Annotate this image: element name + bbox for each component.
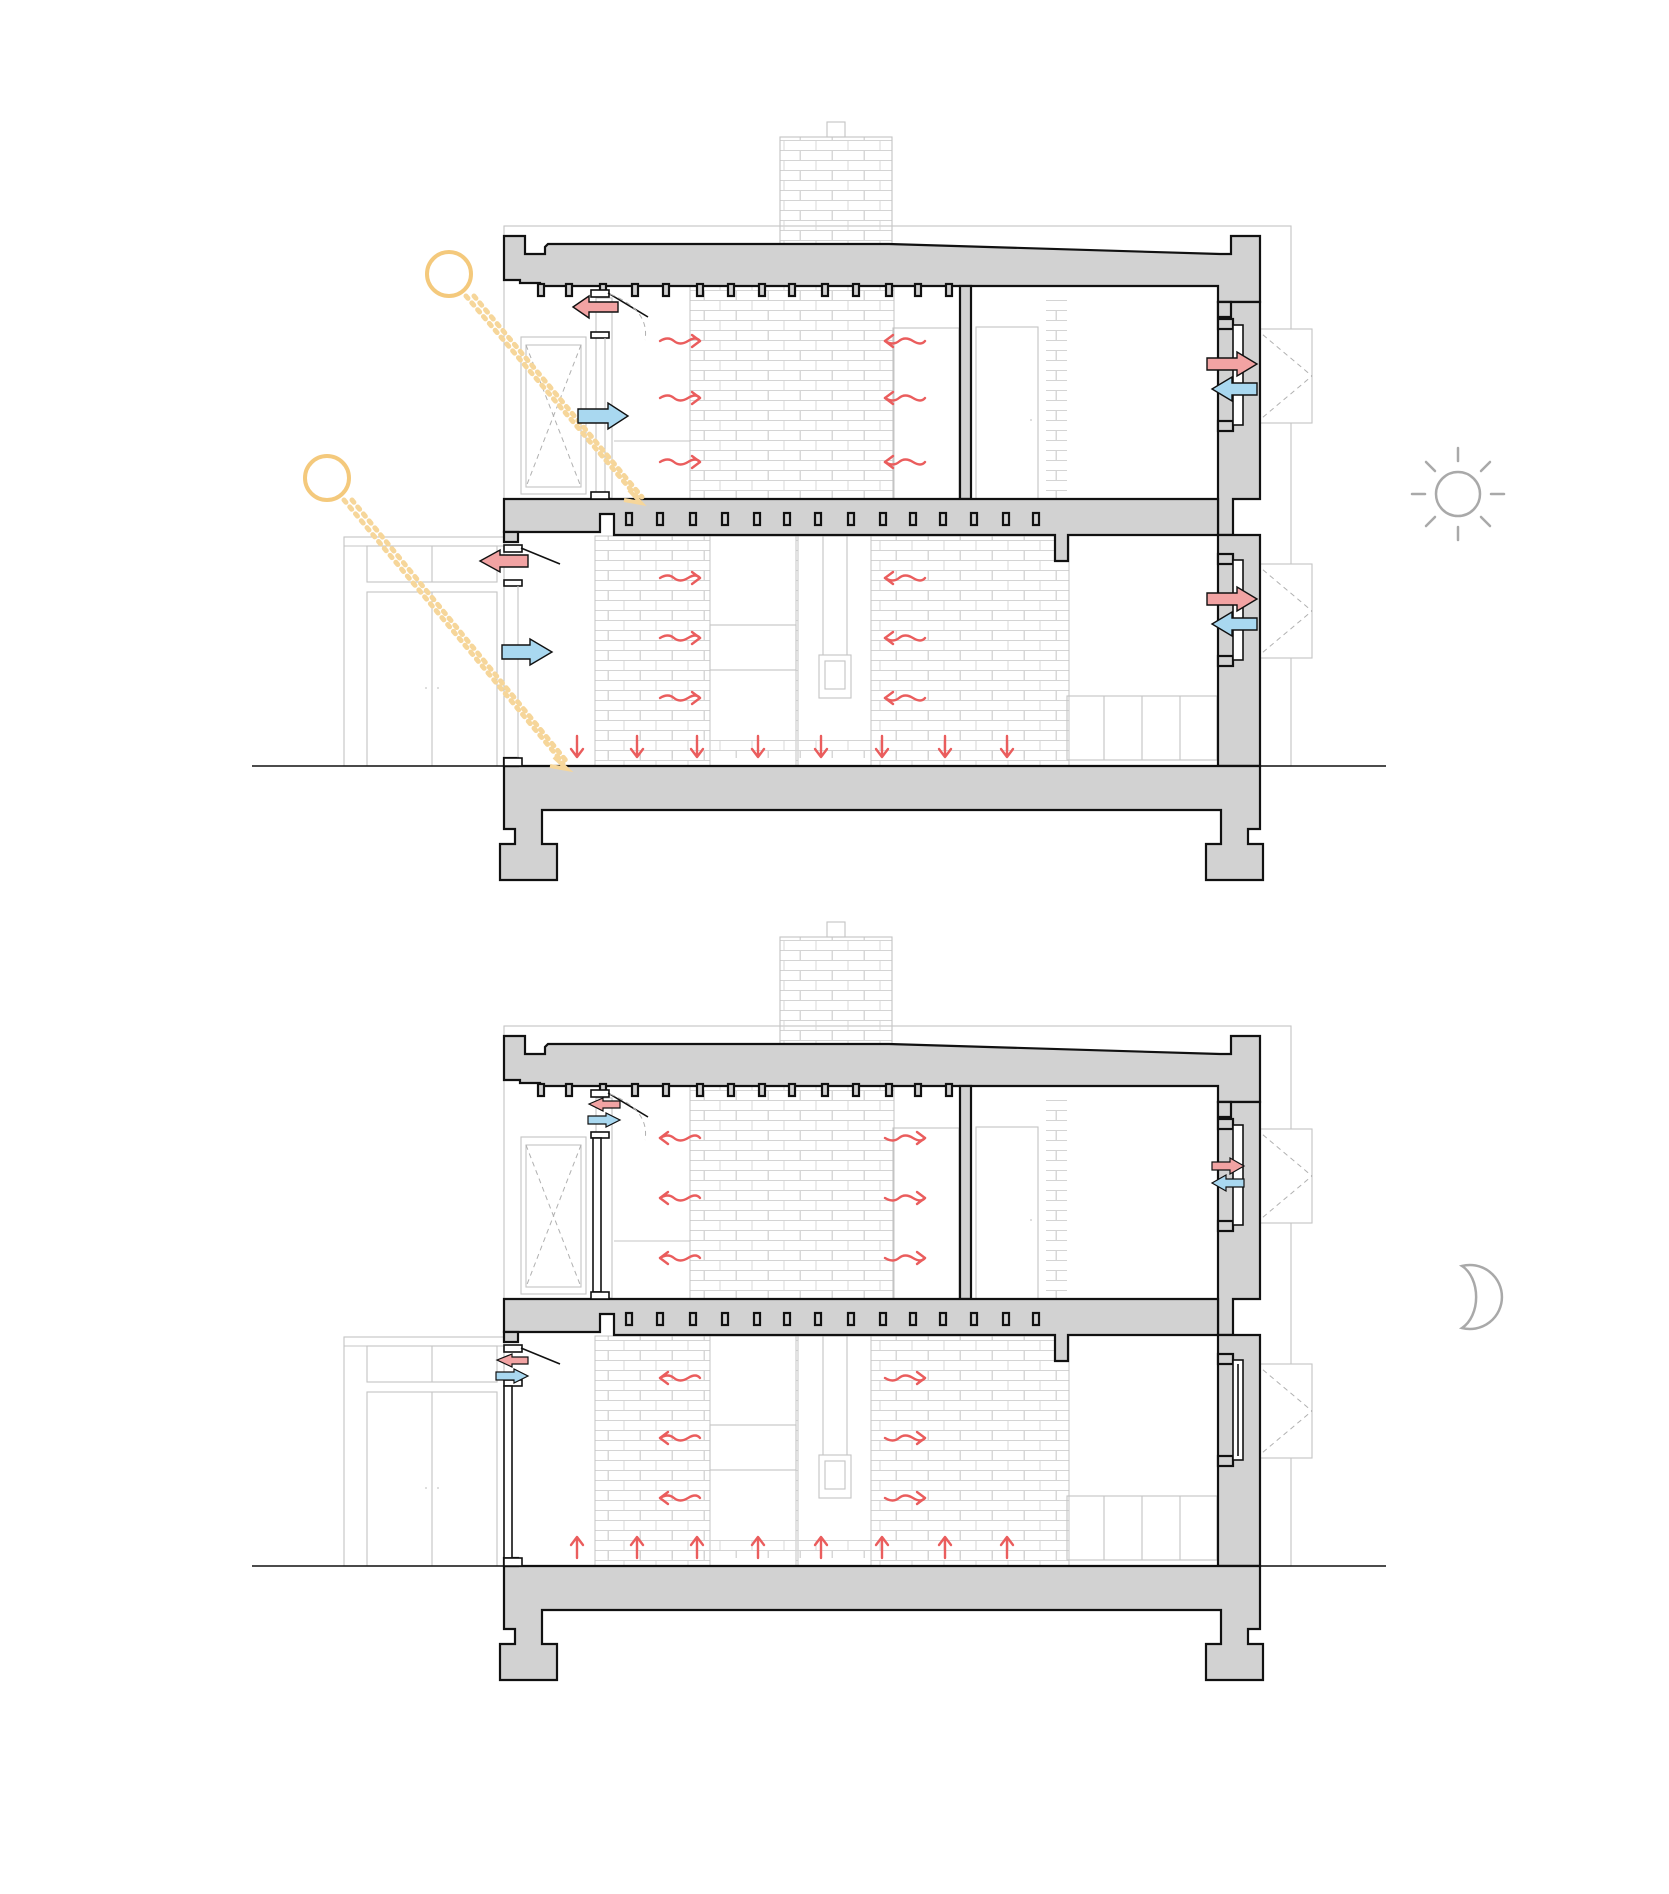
- cool-air-in-right-ground: [1210, 610, 1258, 638]
- window-ground-left: [503, 544, 561, 767]
- sun-circle-icon: [303, 454, 351, 502]
- warm-air-out-ground-left: [495, 1353, 529, 1368]
- heat-flow-arrows: [569, 1130, 1015, 1560]
- warm-air-out-ground-left: [478, 548, 529, 574]
- cool-air-in-right-upper: [1210, 375, 1258, 403]
- moon-icon: [1458, 1263, 1504, 1331]
- warm-air-out-right-ground: [1206, 585, 1259, 613]
- window-ground-left: [503, 1344, 561, 1567]
- cool-air-in-upper-left: [577, 401, 630, 431]
- window-right-upper: [1232, 1124, 1244, 1226]
- window-right-ground-closed: [1232, 1359, 1244, 1461]
- warm-air-out-right-upper: [1211, 1156, 1246, 1176]
- warm-air-out-upper-left: [571, 294, 619, 320]
- cool-air-in-ground-left: [501, 637, 554, 667]
- cool-air-in-ground-left: [495, 1368, 530, 1384]
- cool-air-in-upper-left: [587, 1112, 622, 1128]
- window-upper-left: [590, 1089, 649, 1300]
- sun-icon: [1410, 446, 1506, 542]
- warm-air-out-right-upper: [1206, 350, 1259, 378]
- sun-circle-icon: [425, 250, 473, 298]
- sunlight-rays: [341, 293, 647, 773]
- cool-air-in-right-upper: [1210, 1173, 1245, 1193]
- night-section: [250, 920, 1504, 1682]
- warm-air-out-upper-left: [587, 1097, 621, 1112]
- day-section: [250, 120, 1506, 882]
- heat-flow-arrows: [569, 333, 1015, 759]
